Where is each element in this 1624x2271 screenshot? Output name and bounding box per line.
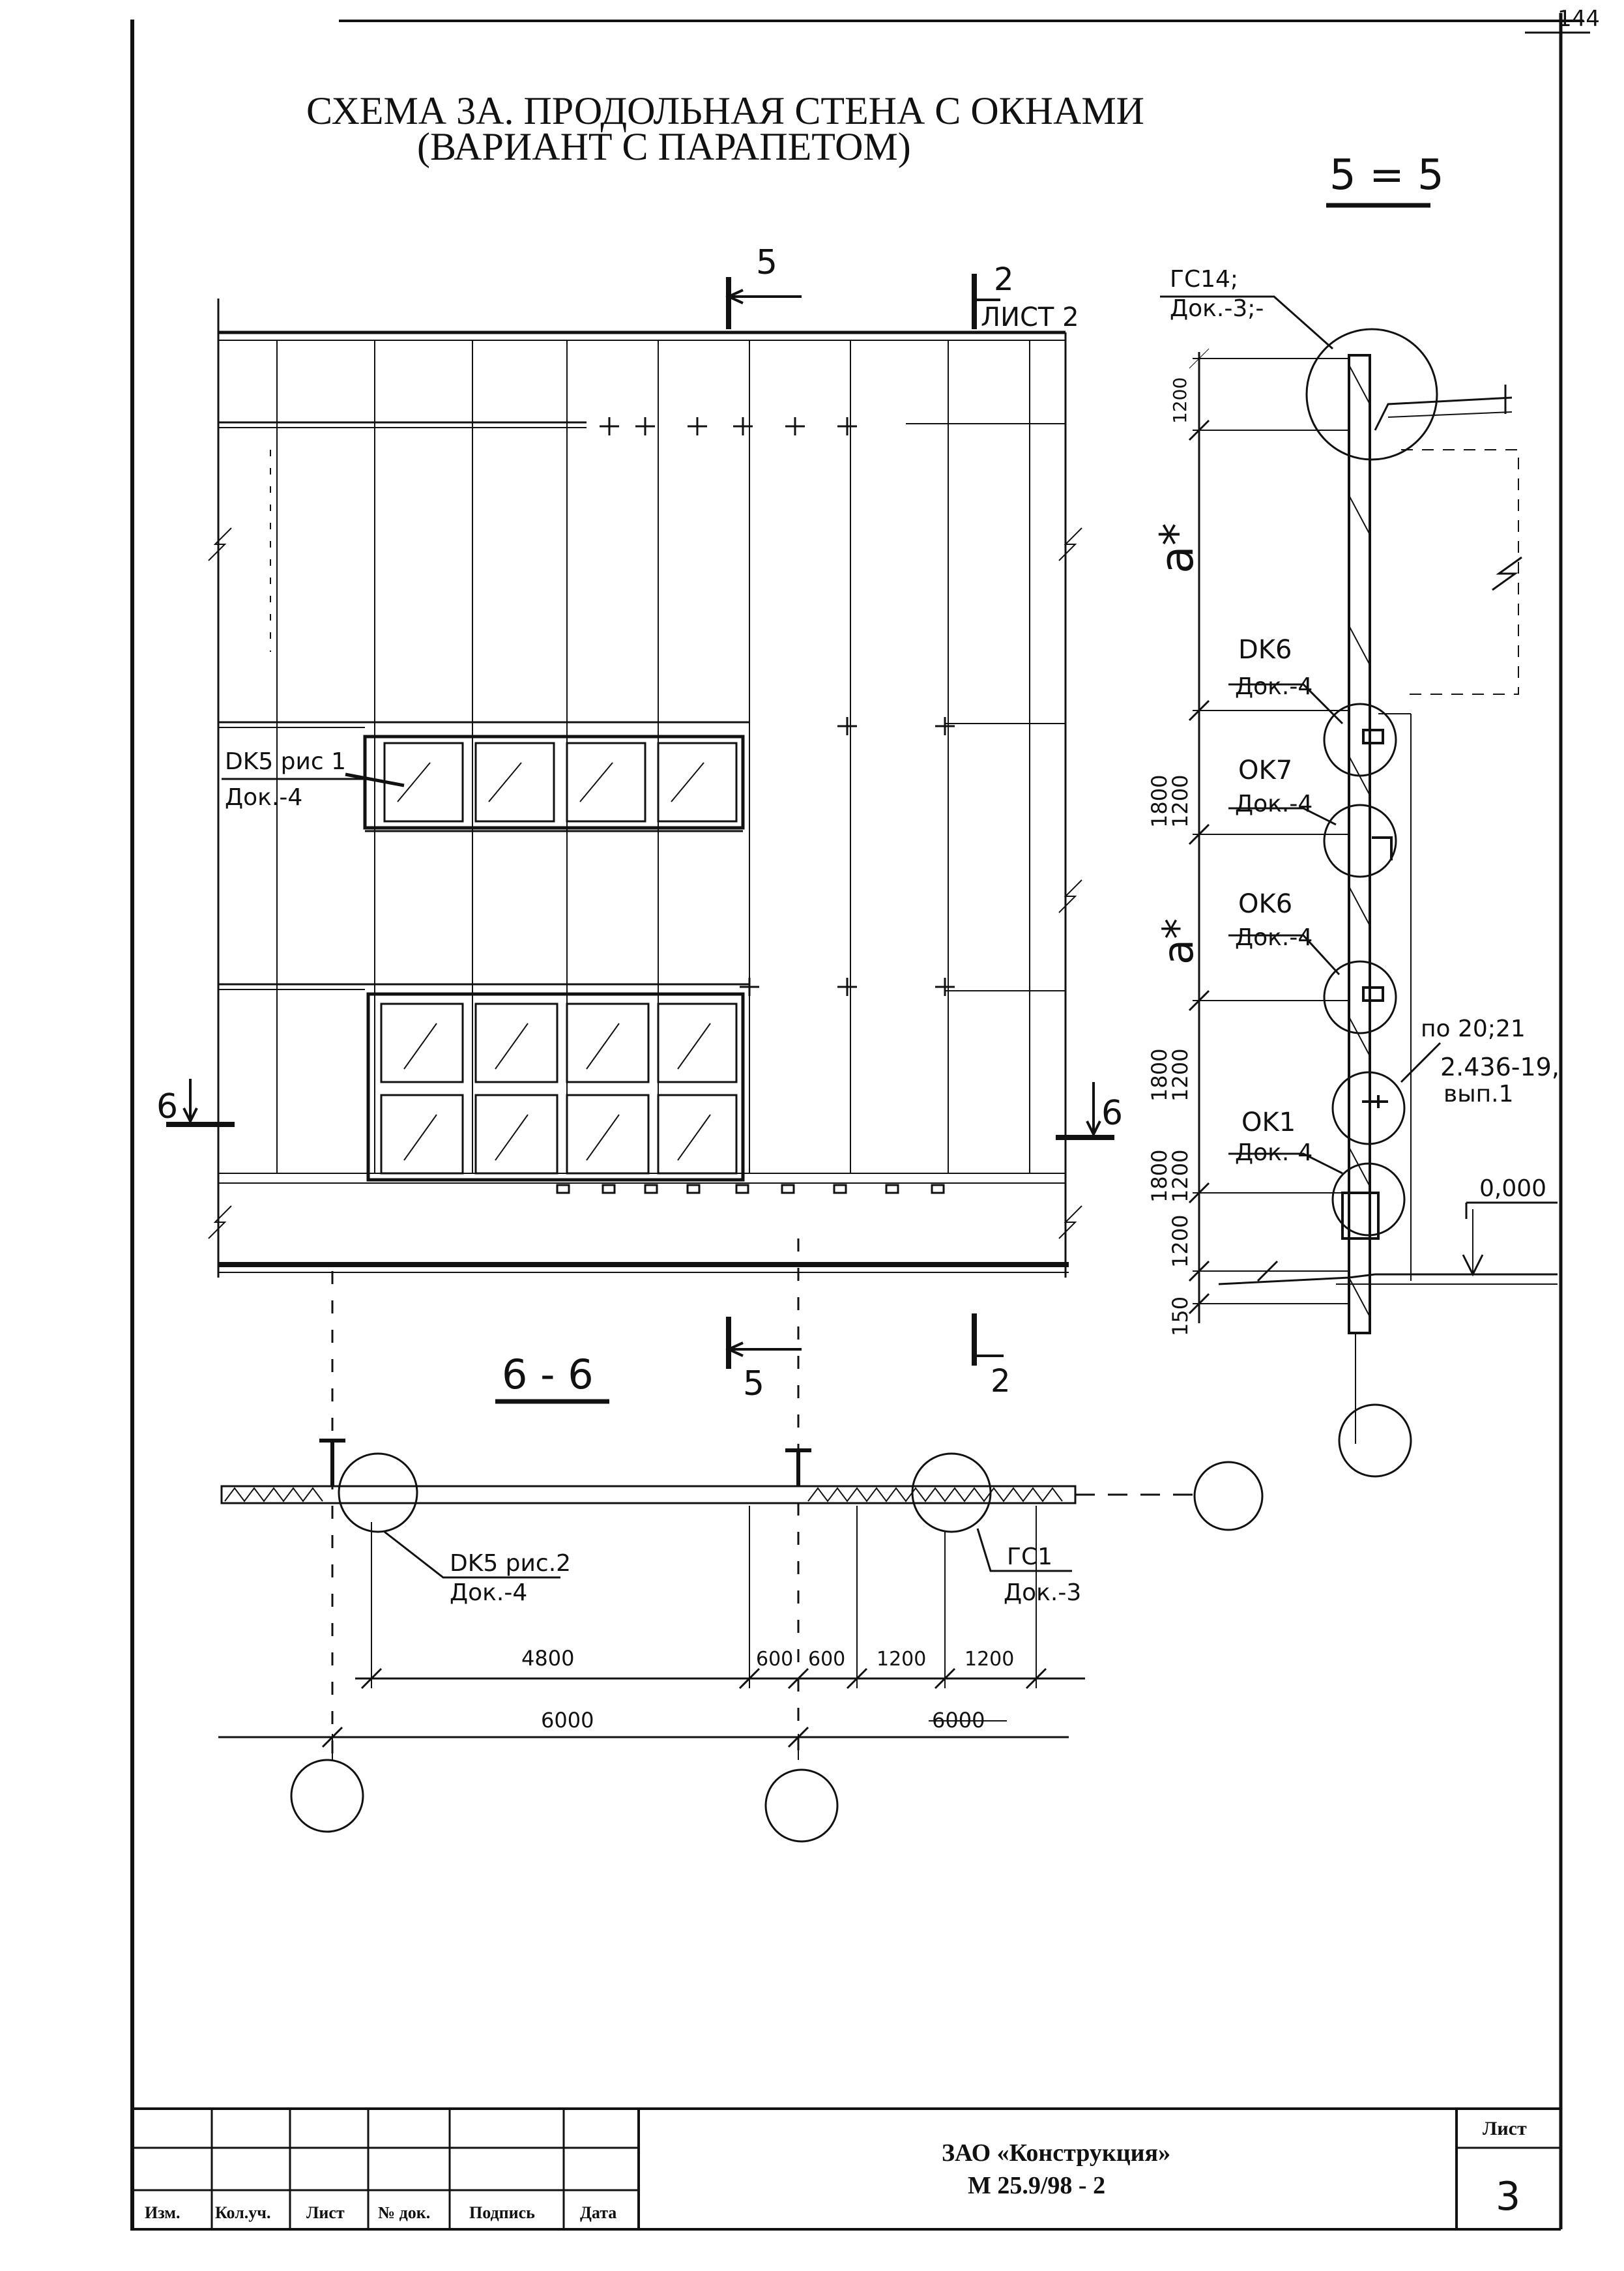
stamp-doc-code: М 25.9/98 - 2 [968,2172,1105,2199]
cut-mark-6-right [1056,1082,1114,1140]
gc14-label: ГС14; [1170,266,1238,293]
joint-marks [600,417,955,996]
dim-1800-a: 1800 [1147,775,1172,828]
ok7-doc: Док.-4 [1235,791,1312,817]
stamp-sheet-number: 3 [1496,2174,1520,2220]
ok1-label: OK1 [1241,1107,1296,1137]
gc1-label: ГС1 [1007,1544,1052,1570]
cut-mark-5-top-label: 5 [756,243,777,282]
title-line-2: (ВАРИАНТ С ПАРАПЕТОМ) [417,125,911,168]
dim-a-star-mid: a* [1155,918,1203,965]
plan-dim-6000-a: 6000 [541,1708,594,1733]
po-issue: вып.1 [1443,1081,1514,1107]
cut-mark-2-top-label: 2 [994,261,1014,298]
title-block [130,2107,1561,2231]
plan-dim-1200-a: 1200 [877,1648,926,1671]
dk5-fig2-doc: Док.-4 [450,1579,527,1606]
dim-1200-d: 1200 [1168,1215,1193,1268]
dk5-fig1-leader [222,772,405,787]
cut-mark-6-left [166,1079,235,1127]
window-lower [366,992,745,1182]
ok6-label: OK6 [1238,889,1292,919]
grid-axes [331,1238,800,1753]
section-55 [1160,295,1558,1478]
cut-mark-6-left-label: 6 [156,1087,178,1126]
stamp-company: ЗАО «Конструкция» [942,2139,1170,2167]
stamp-col-podpis: Подпись [469,2203,535,2222]
elevation-zero: 0,000 [1479,1175,1546,1202]
dim-1800-c: 1800 [1147,1150,1172,1203]
po-label: по 20;21 [1421,1016,1526,1042]
cut-mark-6-right-label: 6 [1101,1094,1123,1133]
dim-a-star-top: a* [1150,523,1204,574]
plan-dim-600-b: 600 [808,1648,845,1671]
plan-wall [220,1439,1264,1579]
stamp-col-ndok: № док. [378,2203,430,2222]
plan-dim-600-a: 600 [756,1648,793,1671]
po-series: 2.436-19, [1440,1053,1559,1081]
dim-150: 150 [1168,1297,1193,1336]
stamp-sheet-label: Лист [1483,2118,1527,2139]
cut-mark-5-bottom [725,1317,802,1369]
dk5-fig1-label: DK5 рис 1 [225,748,346,775]
cut-mark-5-bottom-label: 5 [743,1364,764,1403]
dk5-fig2-label: DK5 рис.2 [450,1550,571,1577]
plan-dim-1200-b: 1200 [964,1648,1014,1671]
base-anchors [556,1184,945,1194]
stamp-col-data: Дата [580,2203,616,2222]
cut-mark-2-sheet-label: ЛИСТ 2 [981,302,1079,332]
dim-1200-top: 1200 [1169,377,1191,424]
stamp-col-list: Лист [306,2203,345,2222]
dim-1800-b: 1800 [1147,1049,1172,1102]
cut-mark-2-top [972,274,1000,329]
title-line-1: СХЕМА 3А. ПРОДОЛЬНАЯ СТЕНА С ОКНАМИ [306,89,1144,132]
section-66-title: 6 - 6 [502,1351,594,1398]
cut-mark-2-bottom-label: 2 [991,1363,1011,1399]
window-upper [363,735,745,832]
dk6-doc: Док.-4 [1235,673,1312,700]
gc1-doc: Док.-3 [1004,1579,1081,1606]
section-55-title: 5 = 5 [1329,151,1444,199]
cut-mark-2-bottom [972,1313,1004,1366]
page-number-top: 144 [1558,6,1600,32]
sheet-frame [130,13,1590,2229]
dim-1200-c: 1200 [1168,1150,1193,1203]
stamp-col-kol: Кол.уч. [215,2203,270,2222]
stamp-col-izm: Изм. [145,2203,181,2222]
ok6-doc: Док.-4 [1235,924,1312,951]
wall-elevation [208,299,1082,1278]
dim-1200-a: 1200 [1168,775,1193,828]
ok7-label: OK7 [1238,755,1292,785]
cut-mark-5-top [725,277,802,329]
ok1-doc: Док.-4 [1235,1139,1312,1166]
dim-1200-b: 1200 [1168,1049,1193,1102]
plan-dim-4800: 4800 [521,1646,574,1671]
plan-dimension-lines [218,1506,1085,1843]
gc14-doc: Док.-3;- [1170,295,1264,322]
dk5-fig1-doc: Док.-4 [225,784,302,811]
dk6-label: DK6 [1238,635,1292,665]
